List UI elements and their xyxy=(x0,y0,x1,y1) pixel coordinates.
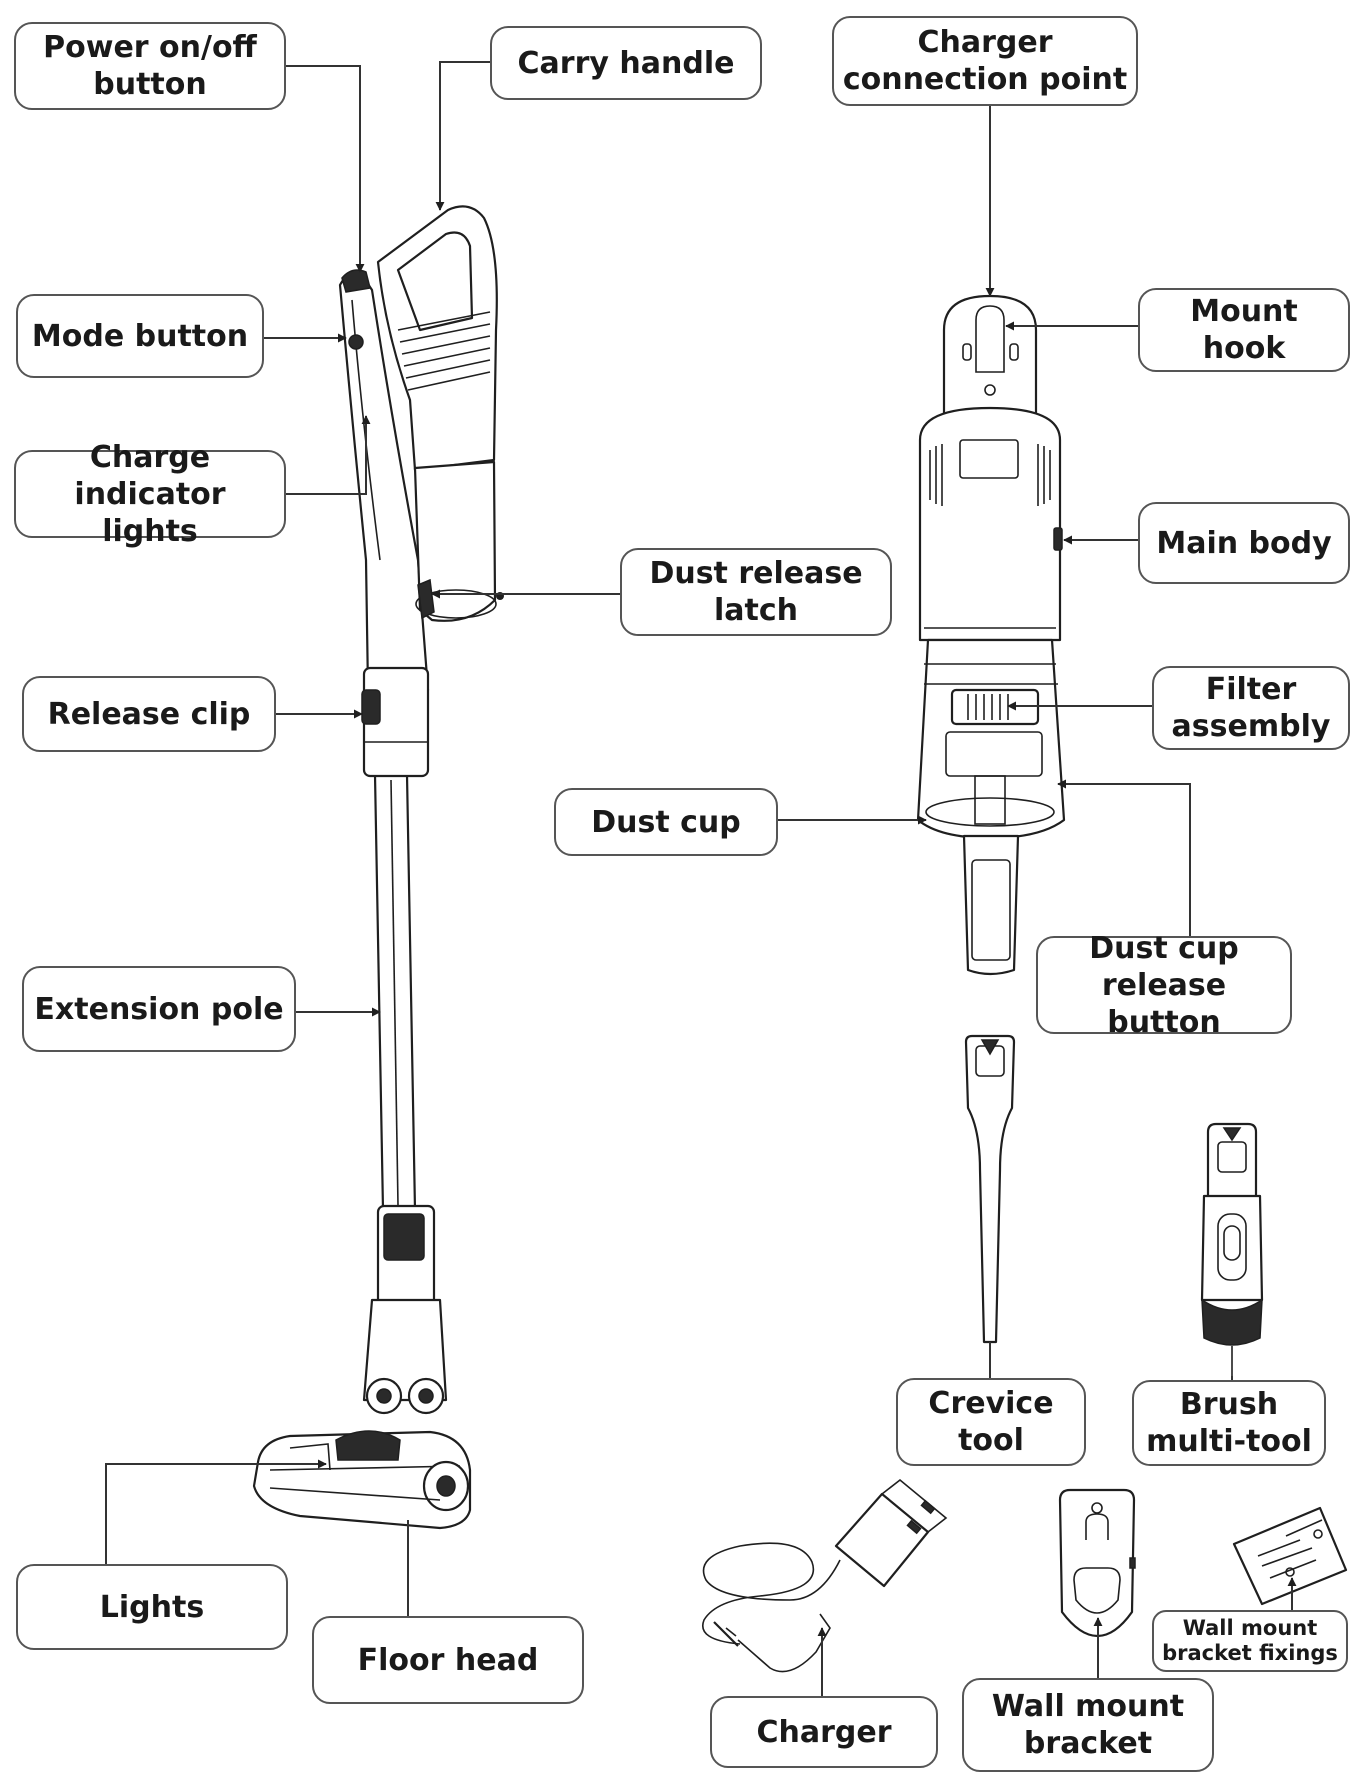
label-main-body: Main body xyxy=(1138,502,1350,584)
label-mode-button: Mode button xyxy=(16,294,264,378)
label-wall-mount-bracket-fixings: Wall mount bracket fixings xyxy=(1152,1610,1348,1672)
label-charger: Charger xyxy=(710,1696,938,1768)
label-brush-multi-tool: Brush multi-tool xyxy=(1132,1380,1326,1466)
crevice-tool-illustration xyxy=(964,1034,1016,1344)
nozzle-shape xyxy=(962,834,1020,976)
label-charger-connection-point: Charger connection point xyxy=(832,16,1138,106)
mount-hook-shape xyxy=(942,294,1038,420)
label-extension-pole: Extension pole xyxy=(22,966,296,1052)
label-release-clip: Release clip xyxy=(22,676,276,752)
label-dust-cup: Dust cup xyxy=(554,788,778,856)
main-body-shape xyxy=(918,406,1062,642)
handheld-unit xyxy=(916,294,1066,976)
label-dust-cup-release-button: Dust cup release button xyxy=(1036,931,1292,1040)
dust-release-latch-shape xyxy=(417,578,435,620)
label-floor-head: Floor head xyxy=(312,1616,584,1704)
label-lights: Lights xyxy=(16,1564,288,1650)
label-dust-release-latch: Dust release latch xyxy=(620,548,892,636)
label-carry-handle: Carry handle xyxy=(490,26,762,100)
label-power-button: Power on/off button xyxy=(14,22,286,110)
label-charge-indicator-lights: Charge indicator lights xyxy=(14,440,286,549)
stick-vacuum xyxy=(252,205,504,1530)
label-crevice-tool: Crevice tool xyxy=(896,1378,1086,1466)
floor-head-shape xyxy=(252,1430,472,1530)
charger-illustration xyxy=(702,1478,948,1673)
wall-mount-bracket-illustration xyxy=(1058,1488,1136,1637)
label-wall-mount-bracket: Wall mount bracket xyxy=(962,1678,1214,1772)
mode-button-dot xyxy=(348,334,364,350)
fixings-illustration xyxy=(1232,1506,1348,1606)
label-filter-assembly: Filter assembly xyxy=(1152,666,1350,750)
label-mount-hook: Mount hook xyxy=(1138,288,1350,372)
leader-lines xyxy=(105,61,1297,1696)
brush-multi-tool-illustration xyxy=(1200,1122,1264,1376)
power-button-cap xyxy=(341,269,371,293)
